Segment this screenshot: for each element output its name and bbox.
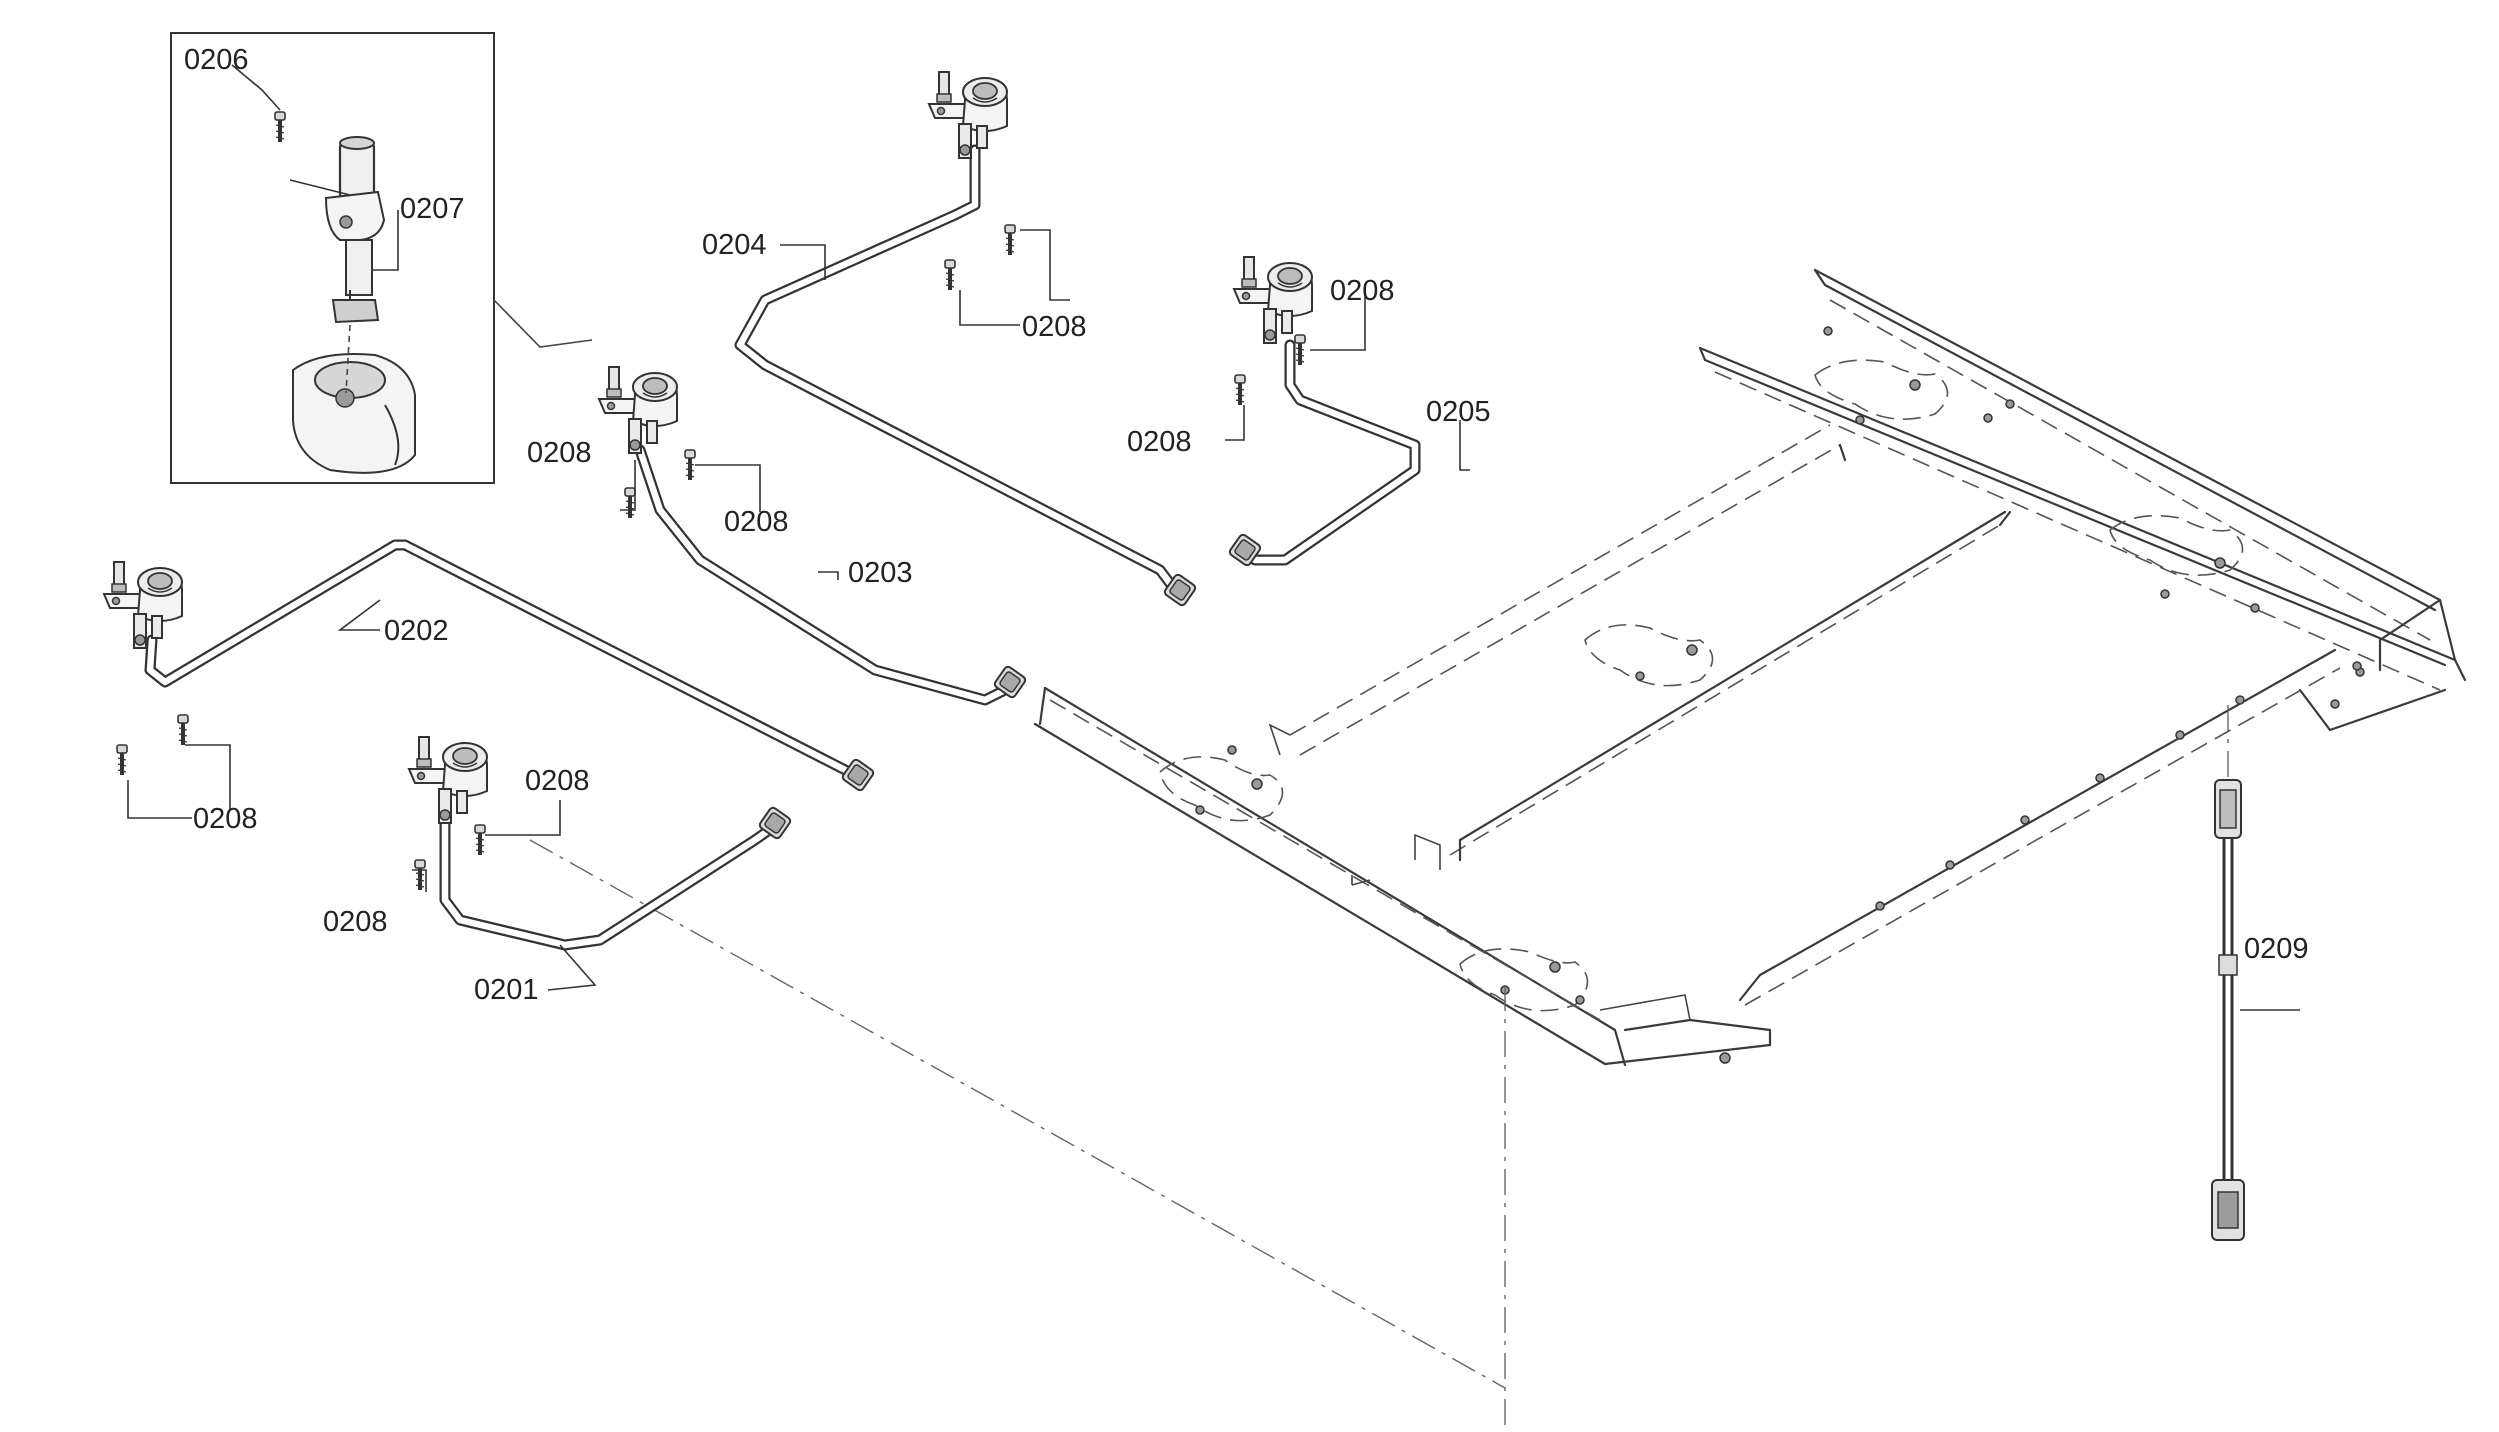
leader-lines	[127, 64, 2300, 1011]
valve-center	[598, 366, 678, 454]
detail-inset	[170, 32, 593, 484]
gas-pipes	[144, 144, 1421, 951]
burner-support-frame	[1033, 268, 2467, 1067]
label-0207: 0207	[400, 193, 465, 225]
label-0208-f: 0208	[193, 803, 258, 835]
electrode-part	[324, 136, 386, 324]
label-0208-c: 0208	[1127, 426, 1192, 458]
label-0206: 0206	[184, 44, 249, 76]
pipe-fittings	[757, 532, 1263, 841]
part-labels: 0206 0207 0204 0208 0208 0208 0205 0208 …	[184, 44, 2309, 1006]
label-0208-e: 0208	[724, 506, 789, 538]
valve-left	[103, 561, 183, 649]
label-0203: 0203	[848, 557, 913, 589]
label-0208-g: 0208	[525, 765, 590, 797]
projection-lines	[529, 705, 2229, 1425]
valve-rear-right	[1233, 256, 1313, 344]
label-0208-a: 0208	[1022, 311, 1087, 343]
label-0208-h: 0208	[323, 906, 388, 938]
frame-holes	[1195, 326, 2365, 1064]
valve-rear-left	[928, 71, 1008, 159]
label-0201: 0201	[474, 974, 539, 1006]
label-0208-b: 0208	[1330, 275, 1395, 307]
wire-harness	[2211, 779, 2245, 1241]
label-0202: 0202	[384, 615, 449, 647]
valve-front	[408, 736, 488, 824]
label-0208-d: 0208	[527, 437, 592, 469]
burner-cap-fragment	[292, 353, 416, 474]
label-0209: 0209	[2244, 933, 2309, 965]
label-0205: 0205	[1426, 396, 1491, 428]
label-0204: 0204	[702, 229, 767, 261]
